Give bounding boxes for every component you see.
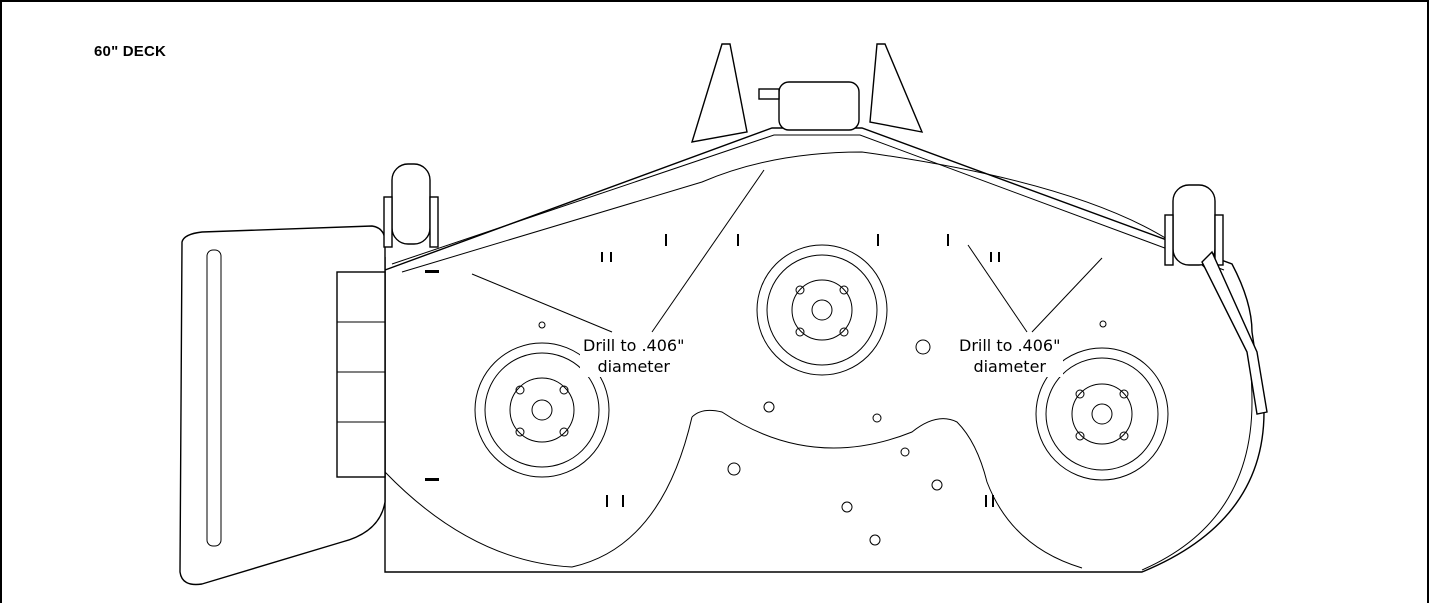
side-bracket-right xyxy=(1201,250,1268,415)
chute-hinge xyxy=(336,271,386,478)
callout-text-line1: Drill to .406" xyxy=(583,336,685,355)
callout-text-line2: diameter xyxy=(597,357,670,376)
spindle-center xyxy=(756,244,888,376)
drill-callout-left: Drill to .406" diameter xyxy=(580,335,688,377)
spindle-right xyxy=(1035,347,1169,481)
deck-holes xyxy=(538,320,1107,546)
deck-body xyxy=(384,127,1265,573)
rear-bracket-left xyxy=(690,43,748,143)
rear-bracket-right xyxy=(869,43,924,133)
caster-wheel-center xyxy=(758,81,860,131)
callout-leaders-right xyxy=(967,244,1103,333)
drill-callout-right: Drill to .406" diameter xyxy=(956,335,1064,377)
discharge-chute xyxy=(179,225,386,586)
spindle-left xyxy=(474,342,610,478)
caster-wheel-right xyxy=(1164,184,1224,266)
caster-wheel-left xyxy=(383,163,439,248)
figure-title: 60" DECK xyxy=(94,43,167,60)
baffle-arcs xyxy=(384,409,1083,569)
callout-text-line1: Drill to .406" xyxy=(959,336,1061,355)
callout-leaders-left xyxy=(471,169,765,333)
callout-text-line2: diameter xyxy=(973,357,1046,376)
deck-slots xyxy=(425,234,1000,507)
